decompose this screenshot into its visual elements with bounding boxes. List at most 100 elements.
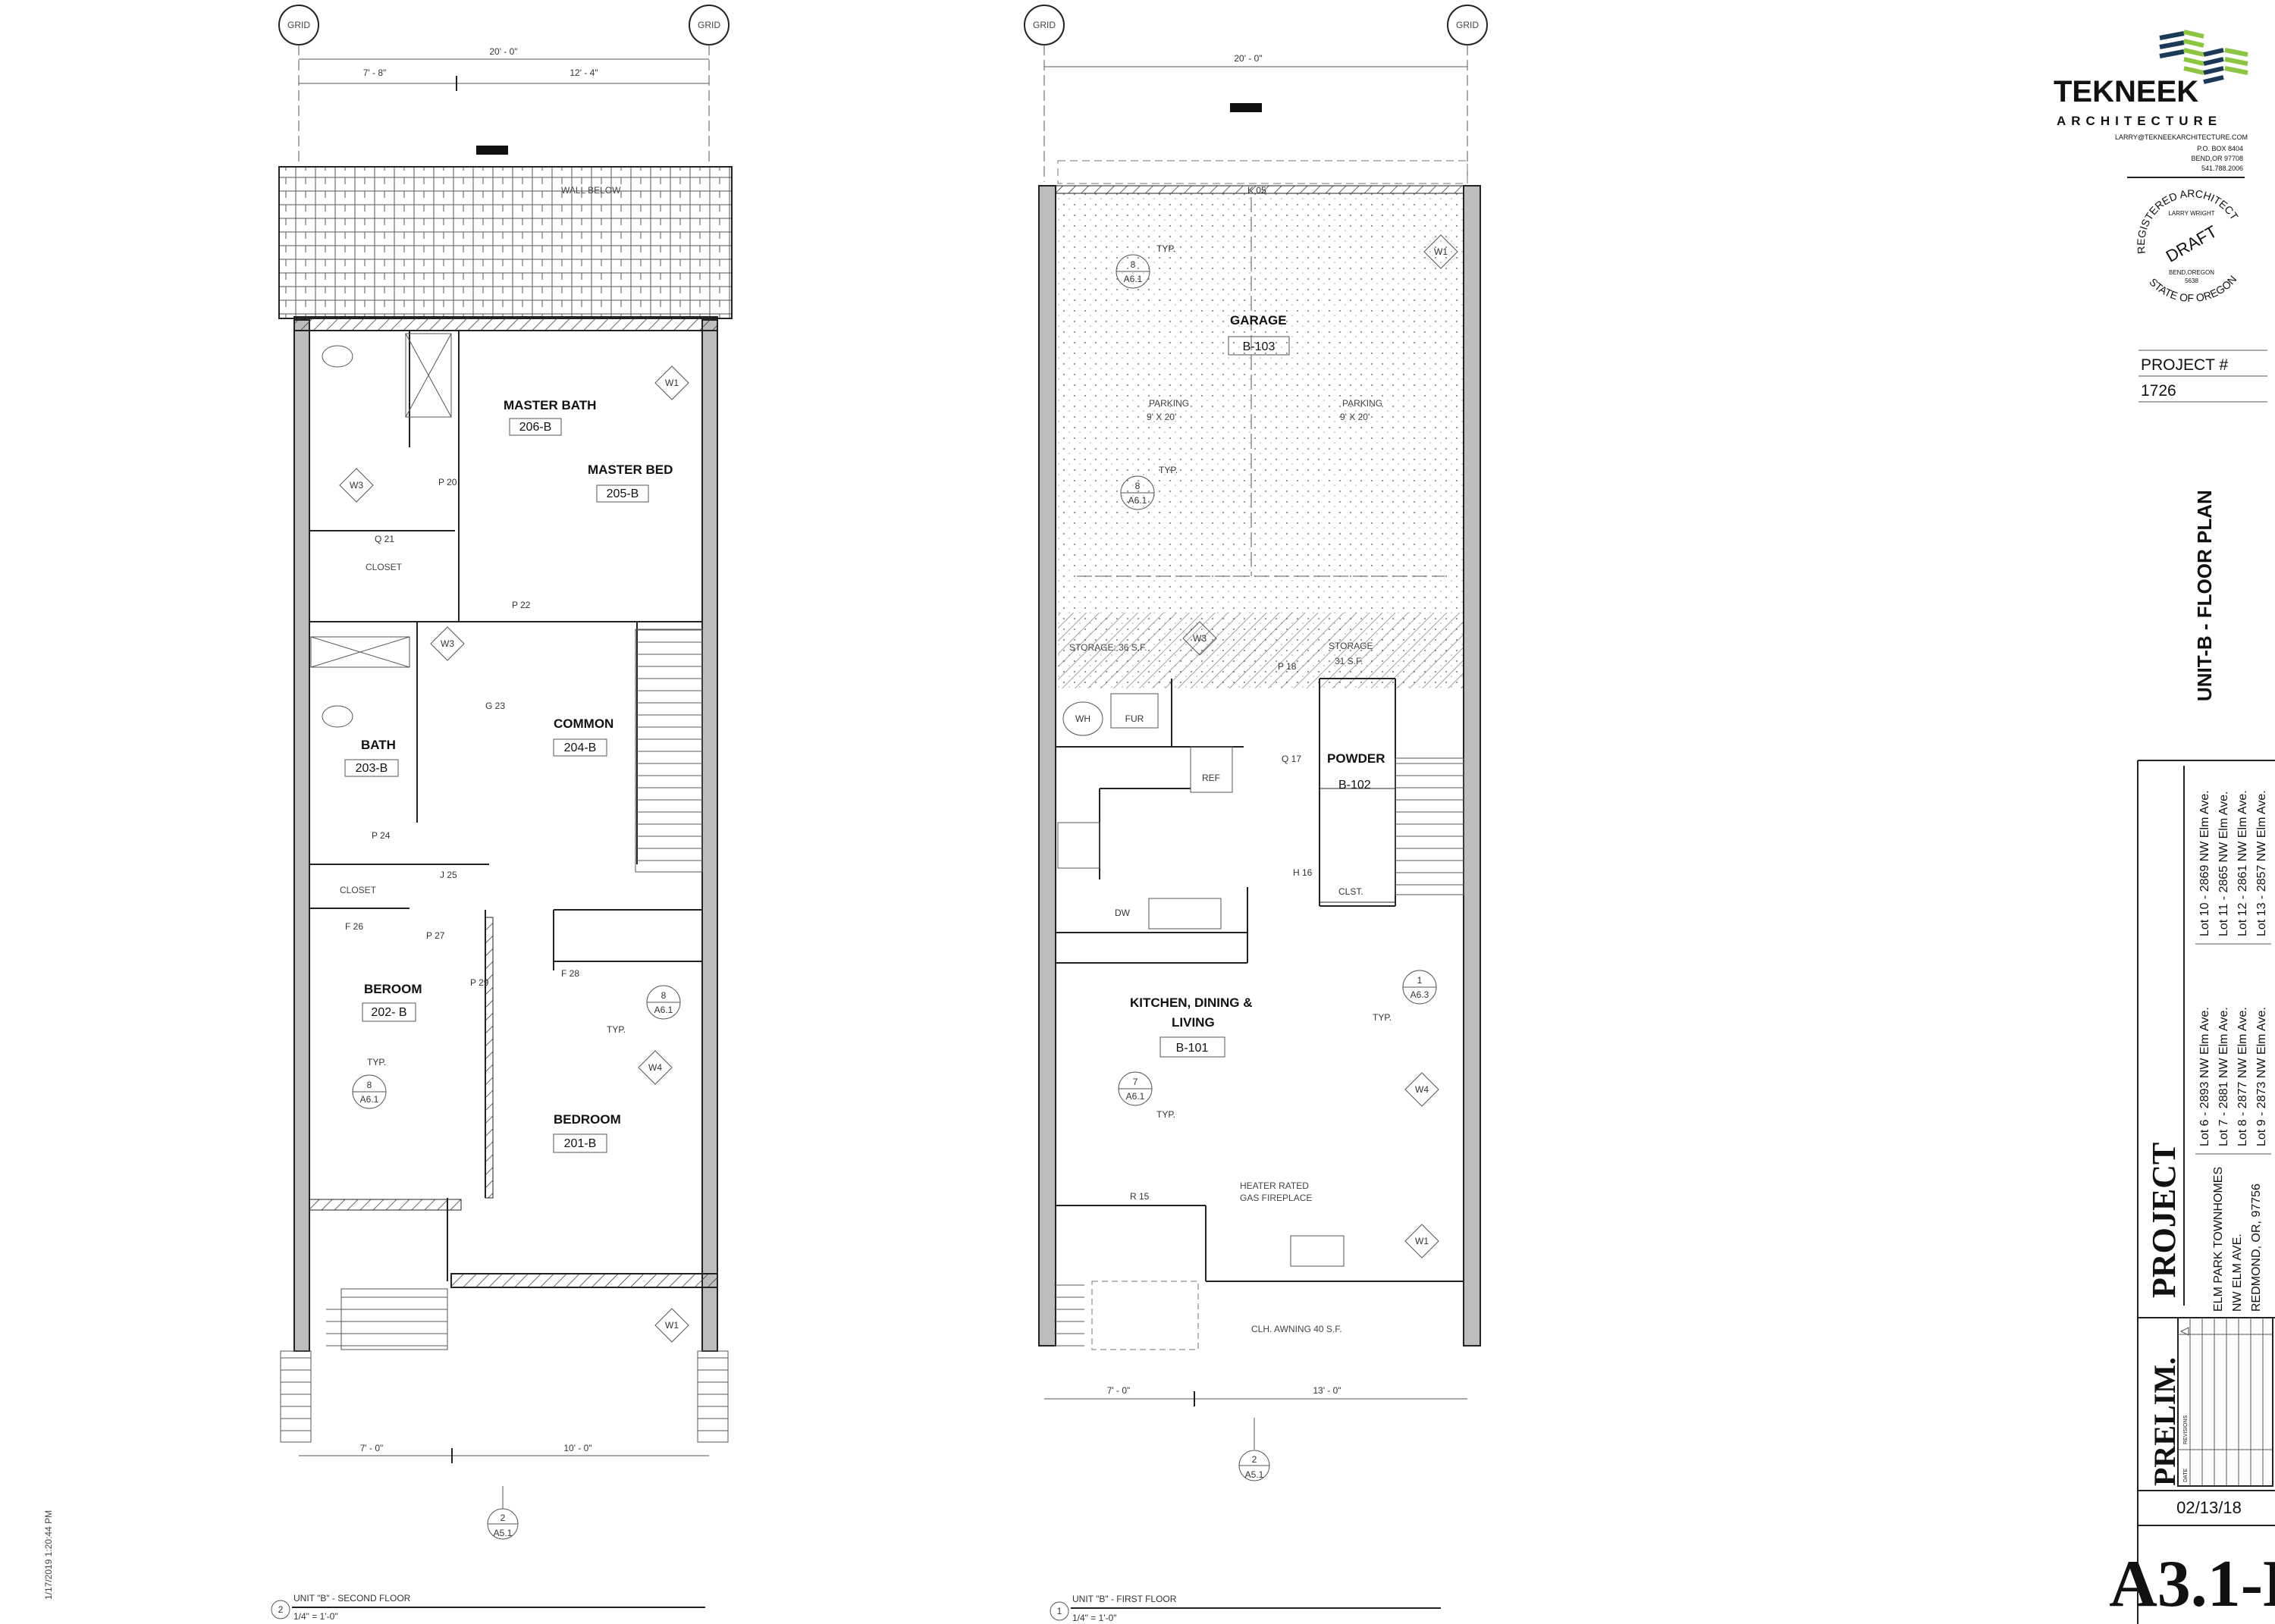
room-master-bath: MASTER BATH 206-B	[504, 398, 596, 436]
window-tag: W1	[665, 1320, 679, 1331]
lot-address: Lot 11 - 2865 NW Elm Ave.	[2217, 792, 2230, 937]
tekneek-logo: TEKNEEK ARCHITECTURE	[2054, 30, 2248, 128]
project-line: ELM PARK TOWNHOMES	[2212, 1167, 2225, 1312]
section-number: 2	[1252, 1454, 1257, 1465]
window-tag: W3	[1193, 633, 1207, 644]
lot-address: Lot 7 - 2881 NW Elm Ave.	[2217, 1007, 2230, 1146]
detail-sheet: A6.1	[1126, 1091, 1145, 1102]
section-marker: 2 A5.1	[487, 1486, 519, 1540]
section-sheet: A5.1	[494, 1528, 513, 1538]
dimension: 12' - 4"	[570, 67, 598, 78]
door-tag: P 27	[426, 930, 445, 941]
storage-area: 31 S.F.	[1335, 656, 1363, 666]
project-number-label: PROJECT #	[2141, 356, 2228, 374]
room-name: BEROOM	[364, 982, 422, 996]
window-tag: W1	[1415, 1236, 1429, 1246]
project-line: NW ELM AVE.	[2231, 1234, 2244, 1312]
grid-label: GRID	[287, 20, 310, 30]
architect-stamp: REGISTERED ARCHITECT STATE OF OREGON LAR…	[2135, 187, 2241, 304]
door-tag: R 15	[1130, 1191, 1150, 1202]
project-line: REDMOND, OR, 97756	[2250, 1184, 2263, 1312]
room-number: 202- B	[371, 1006, 406, 1019]
detail-number: 8	[1131, 259, 1136, 270]
dimension: 20' - 0"	[489, 46, 517, 57]
view-title: UNIT "B" - SECOND FLOOR	[293, 1593, 411, 1604]
room-number: 201-B	[564, 1137, 597, 1150]
refrigerator-label: REF	[1202, 773, 1220, 783]
door-tag: K 05	[1247, 185, 1266, 196]
detail-sheet: A6.1	[654, 1005, 673, 1015]
door-tag: F 28	[561, 968, 579, 979]
parking-label: PARKING	[1149, 398, 1189, 409]
wall-below-note: WALL BELOW	[561, 185, 621, 196]
detail-number: 1	[1417, 975, 1423, 986]
room-name: POWDER	[1327, 751, 1385, 766]
detail-number: 8	[367, 1080, 372, 1090]
lot-address: Lot 9 - 2873 NW Elm Ave.	[2255, 1007, 2268, 1146]
section-number: 2	[500, 1513, 506, 1523]
project-number: 1726	[2141, 382, 2176, 400]
storage-label: STORAGE: 36 S.F.	[1069, 642, 1147, 653]
lot-address: Lot 12 - 2861 NW Elm Ave.	[2236, 790, 2249, 936]
logo-name: TEKNEEK	[2054, 75, 2198, 108]
detail-sheet: A6.1	[1124, 274, 1143, 284]
detail-note: TYP.	[1373, 1012, 1392, 1023]
detail-note: TYP.	[1159, 465, 1178, 475]
stamp-number: 5638	[2185, 277, 2198, 284]
door-tag: Q 17	[1282, 754, 1301, 764]
room-number: 203-B	[356, 762, 388, 775]
grid-label: GRID	[1456, 20, 1479, 30]
dimension: 7' - 0"	[1107, 1385, 1131, 1396]
door-tag: G 23	[485, 701, 505, 711]
room-number: B-102	[1338, 779, 1371, 792]
parking-size: 9' X 20'	[1147, 412, 1176, 422]
sheet-title: UNIT-B - FLOOR PLAN	[2193, 490, 2216, 701]
room-master-bed: MASTER BED 205-B	[588, 462, 673, 503]
detail-tags: 8A6.1 TYP. 8A6.1 TYP. 7A6.1 TYP. 1A6.3 T…	[1116, 243, 1437, 1120]
awning-note: CLH. AWNING 40 S.F.	[1251, 1324, 1342, 1334]
furnace-label: FUR	[1125, 713, 1144, 724]
section-marker: 2 A5.1	[1238, 1418, 1270, 1481]
dishwasher-label: DW	[1115, 908, 1131, 918]
lot-address: Lot 13 - 2857 NW Elm Ave.	[2255, 790, 2268, 936]
fireplace-note: HEATER RATED	[1240, 1180, 1309, 1191]
view-number: 2	[278, 1604, 284, 1615]
firm-email: LARRY@TEKNEEKARCHITECTURE.COM	[2115, 133, 2248, 141]
firm-phone: 541.788.2006	[2201, 165, 2243, 172]
room-number: 205-B	[607, 488, 639, 500]
door-tag: P 29	[470, 977, 489, 988]
dimension: 13' - 0"	[1313, 1385, 1341, 1396]
status-label: PRELIM.	[2148, 1357, 2182, 1486]
room-number: 204-B	[564, 741, 597, 754]
door-tag: H 16	[1293, 867, 1313, 878]
detail-tags: 8A6.1 TYP. 8A6.1 TYP.	[352, 985, 681, 1109]
water-heater-label: WH	[1075, 713, 1090, 724]
door-tags: K 05 P 18 Q 17 H 16 R 15	[1130, 185, 1313, 1202]
room-name: LIVING	[1172, 1015, 1215, 1030]
room-bedroom-201: BEDROOM 201-B	[553, 1112, 621, 1153]
room-name: GARAGE	[1230, 313, 1287, 328]
room-number: 206-B	[519, 421, 552, 434]
door-tag: F 26	[345, 921, 363, 932]
project-label: PROJECT	[2145, 1143, 2182, 1298]
room-name: KITCHEN, DINING &	[1130, 995, 1253, 1010]
detail-sheet: A6.3	[1410, 989, 1429, 1000]
plot-timestamp: 1/17/2019 1:20:44 PM	[43, 1510, 54, 1600]
lot-address: Lot 10 - 2869 NW Elm Ave.	[2198, 790, 2211, 936]
grid-bubble: GRID GRID	[1024, 5, 1488, 182]
view-scale: 1/4" = 1'-0"	[1072, 1613, 1117, 1623]
detail-number: 8	[661, 990, 667, 1001]
view-title-second-floor: 2 UNIT "B" - SECOND FLOOR 1/4" = 1'-0"	[271, 1593, 705, 1622]
window-tags: W1 W3 W3 W4 W1	[339, 365, 689, 1343]
room-kitchen-dining-living: KITCHEN, DINING & LIVING B-101	[1130, 995, 1253, 1058]
room-name: MASTER BATH	[504, 398, 596, 412]
grid-label: GRID	[698, 20, 720, 30]
issue-date: 02/13/18	[2176, 1498, 2242, 1517]
window-tag: W4	[1415, 1084, 1429, 1095]
view-scale: 1/4" = 1'-0"	[293, 1611, 338, 1622]
closet-label: CLST.	[1338, 886, 1363, 897]
door-tag: P 18	[1278, 661, 1297, 672]
lot-address: Lot 6 - 2893 NW Elm Ave.	[2198, 1007, 2211, 1146]
view-title-first-floor: 1 UNIT "B" - FIRST FLOOR 1/4" = 1'-0"	[1050, 1594, 1441, 1623]
